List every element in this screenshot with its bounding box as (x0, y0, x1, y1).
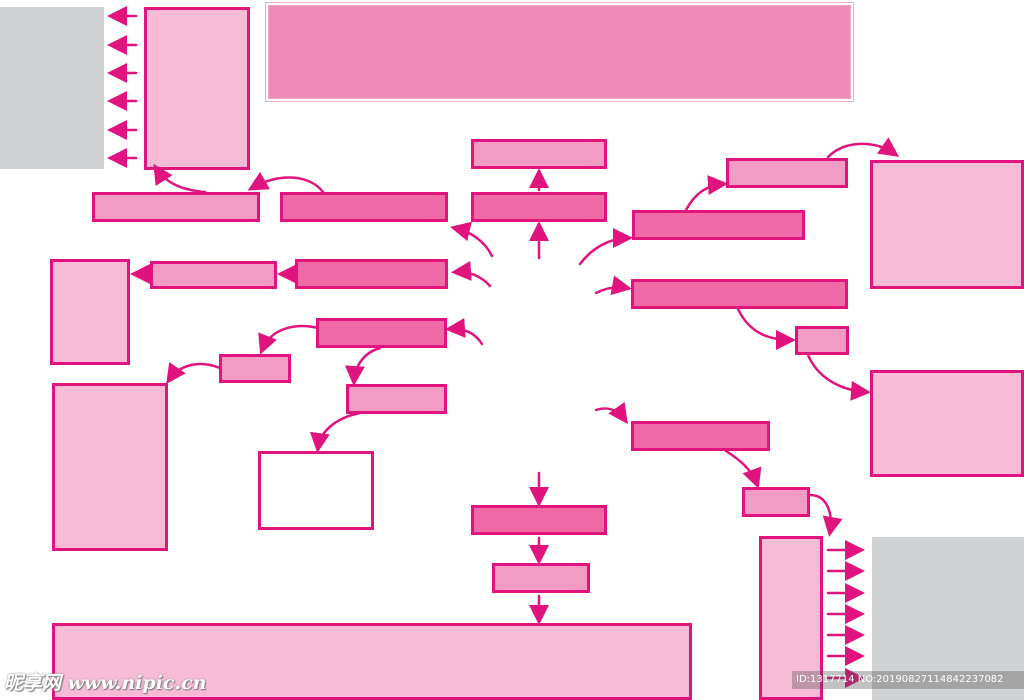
arrow-center-to-right-b (578, 228, 633, 266)
content-box-bottom-wide (52, 623, 692, 700)
node-right-e (631, 421, 770, 451)
node-upper-left-a (92, 192, 260, 222)
arrow-right-a-to-box (826, 137, 900, 159)
node-left-d (219, 354, 291, 383)
arrow-right-f-to-box (808, 493, 843, 537)
node-right-d (795, 326, 849, 355)
node-center-upper (471, 192, 607, 222)
arrow-center-to-upper-left (450, 221, 494, 258)
arrow-right-d-to-box (806, 353, 871, 401)
arrow-to-top-left-box (153, 163, 207, 194)
arrow-center-to-right-e (594, 401, 628, 425)
arrow-center-to-left-c (445, 317, 484, 346)
content-box-right-2 (870, 370, 1024, 477)
node-upper-left-b (280, 192, 448, 222)
content-box-left-1 (50, 259, 130, 365)
arrow-center-to-right-c (594, 275, 632, 296)
node-left-e (346, 384, 447, 414)
gray-panel-top-left (0, 7, 104, 169)
arrow-left-d-to-box (166, 361, 222, 385)
watermark-site: 昵享网 www.nipic.cn (4, 672, 207, 694)
arrow-center-to-left-b (451, 260, 492, 288)
node-right-b (632, 210, 805, 240)
arrow-right-c-to-d (736, 307, 796, 350)
arrow-right-e-to-f (724, 449, 762, 489)
watermark-id: ID:1317714 NO:20190827114842237082 (792, 671, 1024, 689)
arrow-right-b-to-a (684, 175, 728, 212)
node-right-f (742, 487, 810, 517)
content-box-right-1 (870, 160, 1024, 289)
node-right-c (631, 279, 848, 309)
node-left-a (150, 261, 277, 289)
arrow-upper-left-b-to-a (247, 171, 325, 194)
arrow-left-c-to-d (258, 324, 320, 355)
content-box-bottom-right (759, 536, 823, 700)
node-top-center (471, 139, 607, 169)
content-box-top-left (144, 7, 250, 170)
gray-panel-bottom-right (872, 537, 1024, 700)
arrow-left-e-to-empty-box (309, 411, 362, 453)
node-left-b (295, 259, 448, 289)
arrow-left-c-to-e (344, 346, 382, 386)
content-box-empty (258, 451, 374, 530)
content-box-left-2 (52, 383, 168, 551)
node-right-a (726, 158, 848, 188)
title-banner (266, 3, 853, 101)
